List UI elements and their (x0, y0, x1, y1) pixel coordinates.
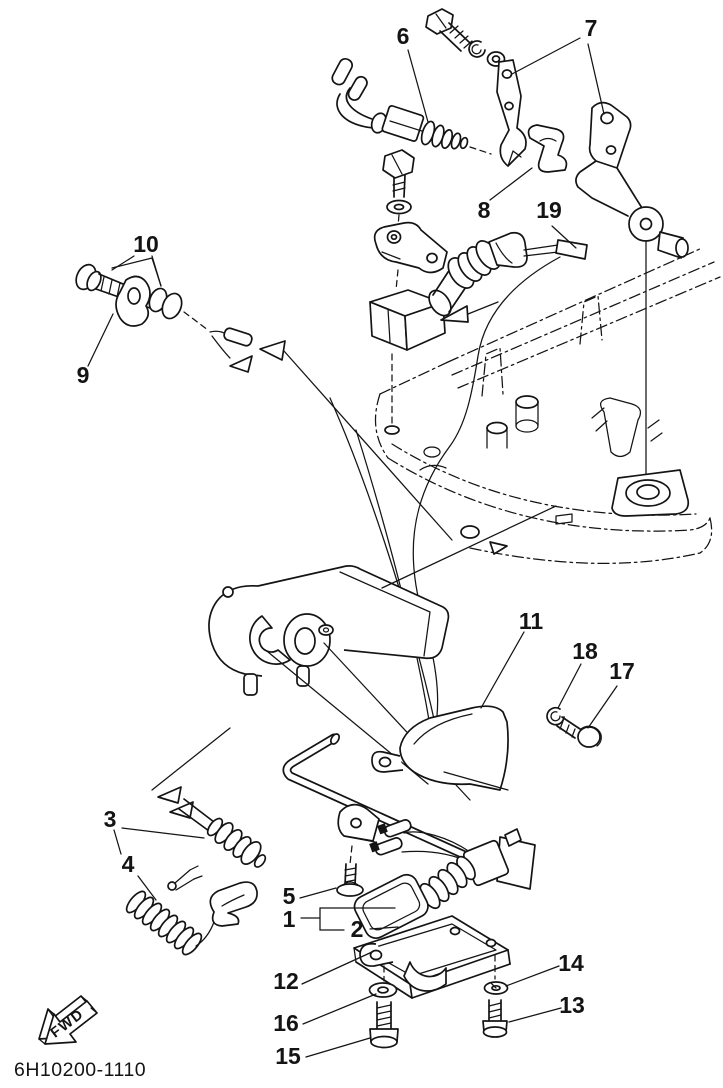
leader-lines (87, 37, 618, 1058)
bolt-15 (369, 1001, 399, 1049)
mount-bracket (373, 221, 448, 291)
throttle-link-rod (282, 733, 507, 877)
mount-bolt (382, 149, 415, 227)
callout-5: 5 (283, 883, 296, 909)
callout-9: 9 (77, 362, 90, 388)
rod-clamp (337, 803, 380, 865)
assembly-arrow-mid (440, 301, 499, 323)
cable-clamp-8 (527, 124, 568, 173)
cdi-unit (151, 505, 557, 801)
lock-washer-18 (546, 706, 565, 726)
callout-2: 2 (351, 916, 364, 942)
hex-bolt-top (425, 8, 473, 52)
stop-switch (353, 819, 536, 939)
callout-3: 3 (104, 806, 117, 832)
callout-18: 18 (572, 638, 598, 664)
assembly-dash (469, 146, 492, 155)
grommet-9 (115, 275, 151, 327)
electrical-cover (371, 705, 509, 791)
bolt-13 (482, 999, 508, 1038)
lock-washer-top (468, 40, 486, 58)
wire-boots (331, 57, 375, 129)
callout-16: 16 (273, 1010, 299, 1036)
lanyard-clip (209, 881, 258, 927)
screw-17 (556, 716, 602, 748)
callout-15: 15 (275, 1043, 301, 1069)
temp-sensor (370, 105, 469, 150)
callout-4: 4 (122, 851, 135, 877)
lanyard-spring (125, 890, 215, 956)
lock-washer-14 (483, 981, 509, 995)
bracket-plate-7 (496, 59, 527, 167)
callout-numbers: 6 7 8 19 10 9 11 18 17 3 4 5 1 2 12 16 1… (77, 15, 635, 1069)
fwd-arrow: FWD (38, 995, 98, 1045)
lanyard-fork (167, 865, 203, 891)
assembly-arrow-left (259, 340, 453, 541)
callout-17: 17 (609, 658, 635, 684)
callout-7: 7 (585, 15, 598, 41)
callout-1: 1 (283, 906, 296, 932)
callout-14: 14 (558, 950, 584, 976)
callout-13: 13 (559, 992, 585, 1018)
callout-12: 12 (273, 968, 299, 994)
callout-8: 8 (478, 197, 491, 223)
callout-11: 11 (519, 608, 544, 634)
spline-sensor (428, 231, 528, 317)
switch-plunger-3 (157, 786, 267, 868)
throttle-arm (575, 101, 689, 483)
rubber-mount-block (369, 289, 446, 435)
callout-10: 10 (133, 231, 159, 257)
spacer-bushing (148, 287, 183, 320)
callout-19: 19 (536, 197, 562, 223)
switch-boot (353, 873, 429, 939)
callout-6: 6 (397, 23, 410, 49)
bottom-cowling (329, 247, 721, 729)
switch-bracket-tray (353, 915, 511, 999)
clamp-bolt-5 (336, 863, 364, 897)
lead-wire (183, 311, 253, 373)
part-number: 6H10200-1110 (14, 1059, 146, 1081)
